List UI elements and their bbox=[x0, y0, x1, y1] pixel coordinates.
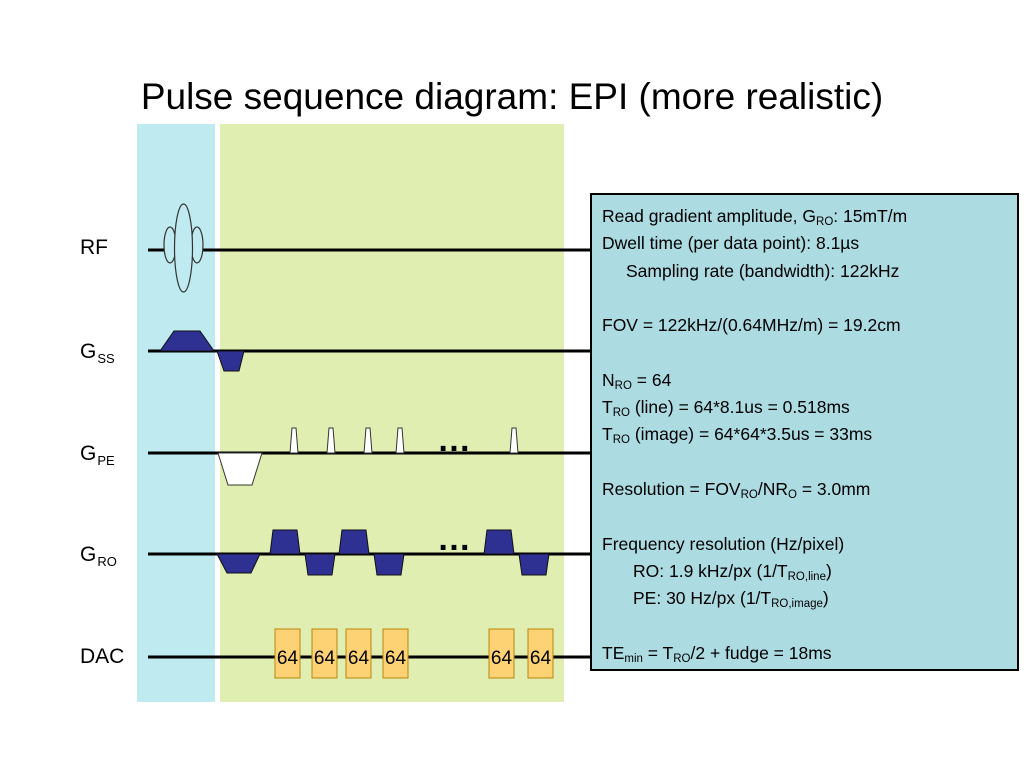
phase-blips bbox=[289, 427, 519, 454]
readout-lobe-positive bbox=[483, 529, 515, 555]
page-title: Pulse sequence diagram: EPI (more realis… bbox=[140, 76, 884, 117]
parameters-box: Read gradient amplitude, GRO: 15mT/m Dwe… bbox=[590, 193, 1019, 671]
slice-select-lobe bbox=[159, 330, 215, 352]
readout-ellipsis: … bbox=[437, 520, 471, 558]
phase-blip bbox=[363, 427, 373, 454]
row-label-gss: GSS bbox=[80, 340, 115, 366]
slice-rephase-lobe bbox=[216, 350, 245, 372]
dac-block-label: 64 bbox=[314, 648, 336, 669]
row-label-dac: DAC bbox=[80, 645, 125, 668]
frequency-resolution-header: Frequency resolution (Hz/pixel) bbox=[602, 533, 845, 554]
readout-lobe-positive bbox=[338, 529, 370, 555]
readout-lobe-positive bbox=[269, 529, 301, 555]
dac-block-label: 64 bbox=[348, 648, 370, 669]
tro-line-line: TRO (line) = 64*8.1us = 0.518ms bbox=[602, 397, 850, 420]
dac-block-label: 64 bbox=[277, 648, 299, 669]
resolution-line: Resolution = FOVRO/NRO = 3.0mm bbox=[602, 478, 871, 501]
readout-lobe-negative bbox=[304, 553, 336, 576]
row-label-gpe: GPE bbox=[80, 442, 115, 468]
dac-block bbox=[382, 628, 409, 679]
dac-block bbox=[274, 628, 301, 679]
dac-labels: 64 64 64 64 64 64 bbox=[277, 648, 552, 669]
readout-lobe-negative bbox=[373, 553, 405, 576]
readout-band bbox=[220, 124, 564, 702]
row-label-rf: RF bbox=[80, 236, 108, 259]
frequency-resolution-ro: RO: 1.9 kHz/px (1/TRO,line) bbox=[633, 560, 832, 583]
readout-lobe-negative bbox=[518, 553, 550, 576]
readout-lobes bbox=[269, 529, 550, 576]
phase-blip bbox=[326, 427, 336, 454]
fov-line: FOV = 122kHz/(0.64MHz/m) = 19.2cm bbox=[602, 315, 901, 336]
dac-block bbox=[488, 628, 515, 679]
dac-block bbox=[311, 628, 338, 679]
nro-line: NRO = 64 bbox=[602, 369, 672, 392]
phase-blip bbox=[395, 427, 405, 454]
dac-block bbox=[345, 628, 372, 679]
phase-ellipsis: … bbox=[437, 421, 471, 459]
phase-blip bbox=[509, 427, 519, 454]
dac-blocks bbox=[274, 628, 554, 679]
sampling-rate-line: Sampling rate (bandwidth): 122kHz bbox=[626, 260, 900, 281]
row-label-gro: GRO bbox=[80, 543, 117, 569]
readout-prephaser-lobe bbox=[216, 553, 261, 574]
dac-block-label: 64 bbox=[385, 648, 407, 669]
phase-prephaser-lobe bbox=[217, 452, 263, 486]
dac-block bbox=[527, 628, 554, 679]
phase-blip bbox=[289, 427, 299, 454]
dac-block-label: 64 bbox=[530, 648, 552, 669]
tro-image-line: TRO (image) = 64*64*3.5us = 33ms bbox=[602, 424, 873, 447]
frequency-resolution-pe: PE: 30 Hz/px (1/TRO,image) bbox=[633, 588, 829, 611]
dac-block-label: 64 bbox=[491, 648, 513, 669]
read-gradient-line: Read gradient amplitude, GRO: 15mT/m bbox=[602, 206, 908, 228]
te-line: TEmin = TRO/2 + fudge = 18ms bbox=[602, 642, 832, 665]
dwell-time-line: Dwell time (per data point): 8.1µs bbox=[602, 233, 860, 254]
rf-pulse bbox=[163, 203, 204, 293]
